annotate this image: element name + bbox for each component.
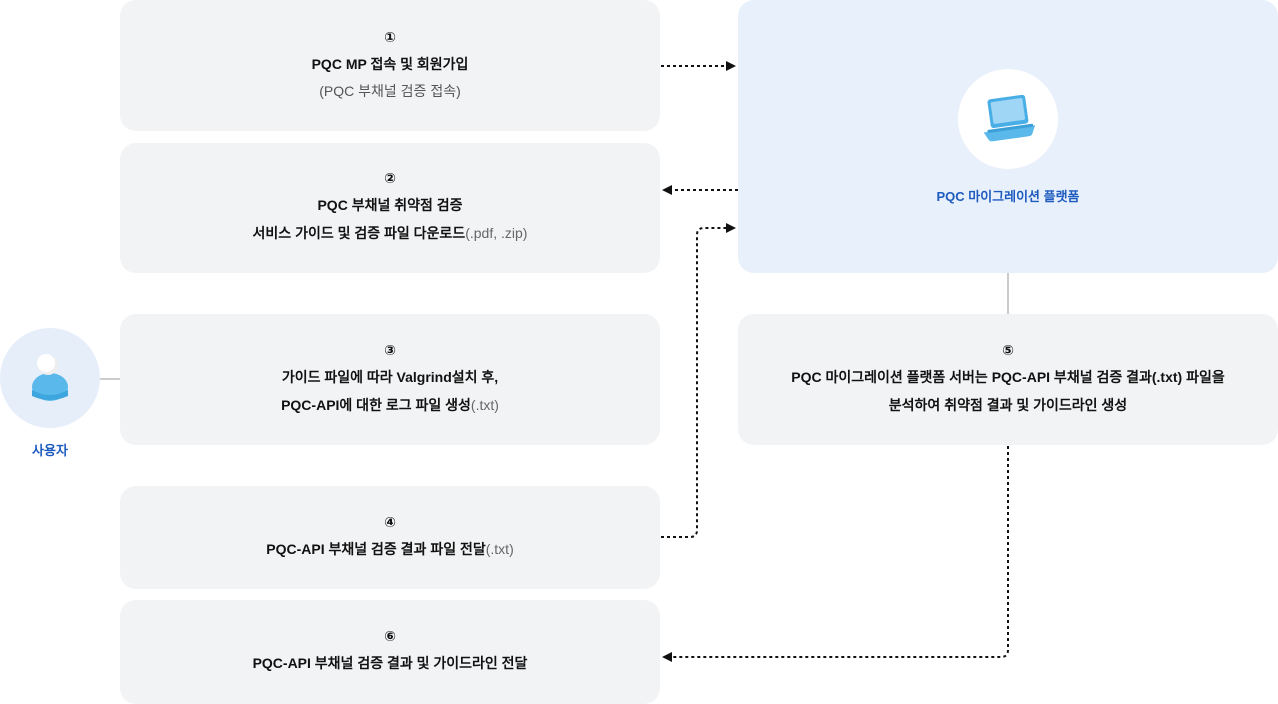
arrow-step5-to-step6 xyxy=(662,446,1009,662)
step-2-box: ② PQC 부채널 취약점 검증 서비스 가이드 및 검증 파일 다운로드(.p… xyxy=(120,143,660,273)
step-5-line2: 분석하여 취약점 결과 및 가이드라인 생성 xyxy=(888,396,1128,413)
user-label: 사용자 xyxy=(32,443,68,458)
step-5-number: ⑤ xyxy=(1002,341,1014,358)
step-2-line2: 서비스 가이드 및 검증 파일 다운로드(.pdf, .zip) xyxy=(253,219,528,247)
step-3-line2-text: PQC-API에 대한 로그 파일 생성 xyxy=(281,396,471,413)
step-6-box: ⑥ PQC-API 부채널 검증 결과 및 가이드라인 전달 xyxy=(120,600,660,704)
platform-panel: PQC 마이그레이션 플랫폼 xyxy=(738,0,1278,273)
step-4-line1: PQC-API 부채널 검증 결과 파일 전달(.txt) xyxy=(266,535,513,563)
step-3-title: 가이드 파일에 따라 Valgrind설치 후, xyxy=(281,368,499,385)
step-1-subtitle: (PQC 부채널 검증 접속) xyxy=(319,82,461,99)
step-2-title: PQC 부채널 취약점 검증 xyxy=(317,197,463,213)
step-4-file-type: (.txt) xyxy=(485,540,514,557)
step-4-title: PQC-API 부채널 검증 결과 파일 전달 xyxy=(266,540,486,557)
step-1-number: ① xyxy=(384,28,396,45)
user-icon xyxy=(32,354,68,401)
arrow-step4-to-platform xyxy=(661,223,736,538)
step-6-number: ⑥ xyxy=(384,628,396,644)
step-3-line2: PQC-API에 대한 로그 파일 생성(.txt) xyxy=(281,391,499,419)
step-4-box: ④ PQC-API 부채널 검증 결과 파일 전달(.txt) xyxy=(120,486,660,589)
step-1-title: PQC MP 접속 및 회원가입 xyxy=(311,55,469,72)
step-3-file-type: (.txt) xyxy=(470,396,499,413)
step-3-number: ③ xyxy=(384,341,396,358)
step-1-box: ① PQC MP 접속 및 회원가입 (PQC 부채널 검증 접속) xyxy=(120,0,660,131)
step-2-number: ② xyxy=(384,170,396,186)
user-icon-circle xyxy=(0,328,100,428)
step-5-box: ⑤ PQC 마이그레이션 플랫폼 서버는 PQC-API 부채널 검증 결과(.… xyxy=(738,314,1278,445)
step-2-line2-text: 서비스 가이드 및 검증 파일 다운로드 xyxy=(252,225,466,241)
platform-icon-circle xyxy=(958,69,1058,169)
platform-label: PQC 마이그레이션 플랫폼 xyxy=(936,189,1080,204)
step-3-box: ③ 가이드 파일에 따라 Valgrind설치 후, PQC-API에 대한 로… xyxy=(120,314,660,445)
laptop-icon xyxy=(983,94,1036,142)
step-2-file-types: (.pdf, .zip) xyxy=(465,225,528,241)
step-6-title: PQC-API 부채널 검증 결과 및 가이드라인 전달 xyxy=(252,655,528,671)
step-5-title: PQC 마이그레이션 플랫폼 서버는 PQC-API 부채널 검증 결과(.tx… xyxy=(791,368,1225,385)
step-4-number: ④ xyxy=(384,513,396,530)
